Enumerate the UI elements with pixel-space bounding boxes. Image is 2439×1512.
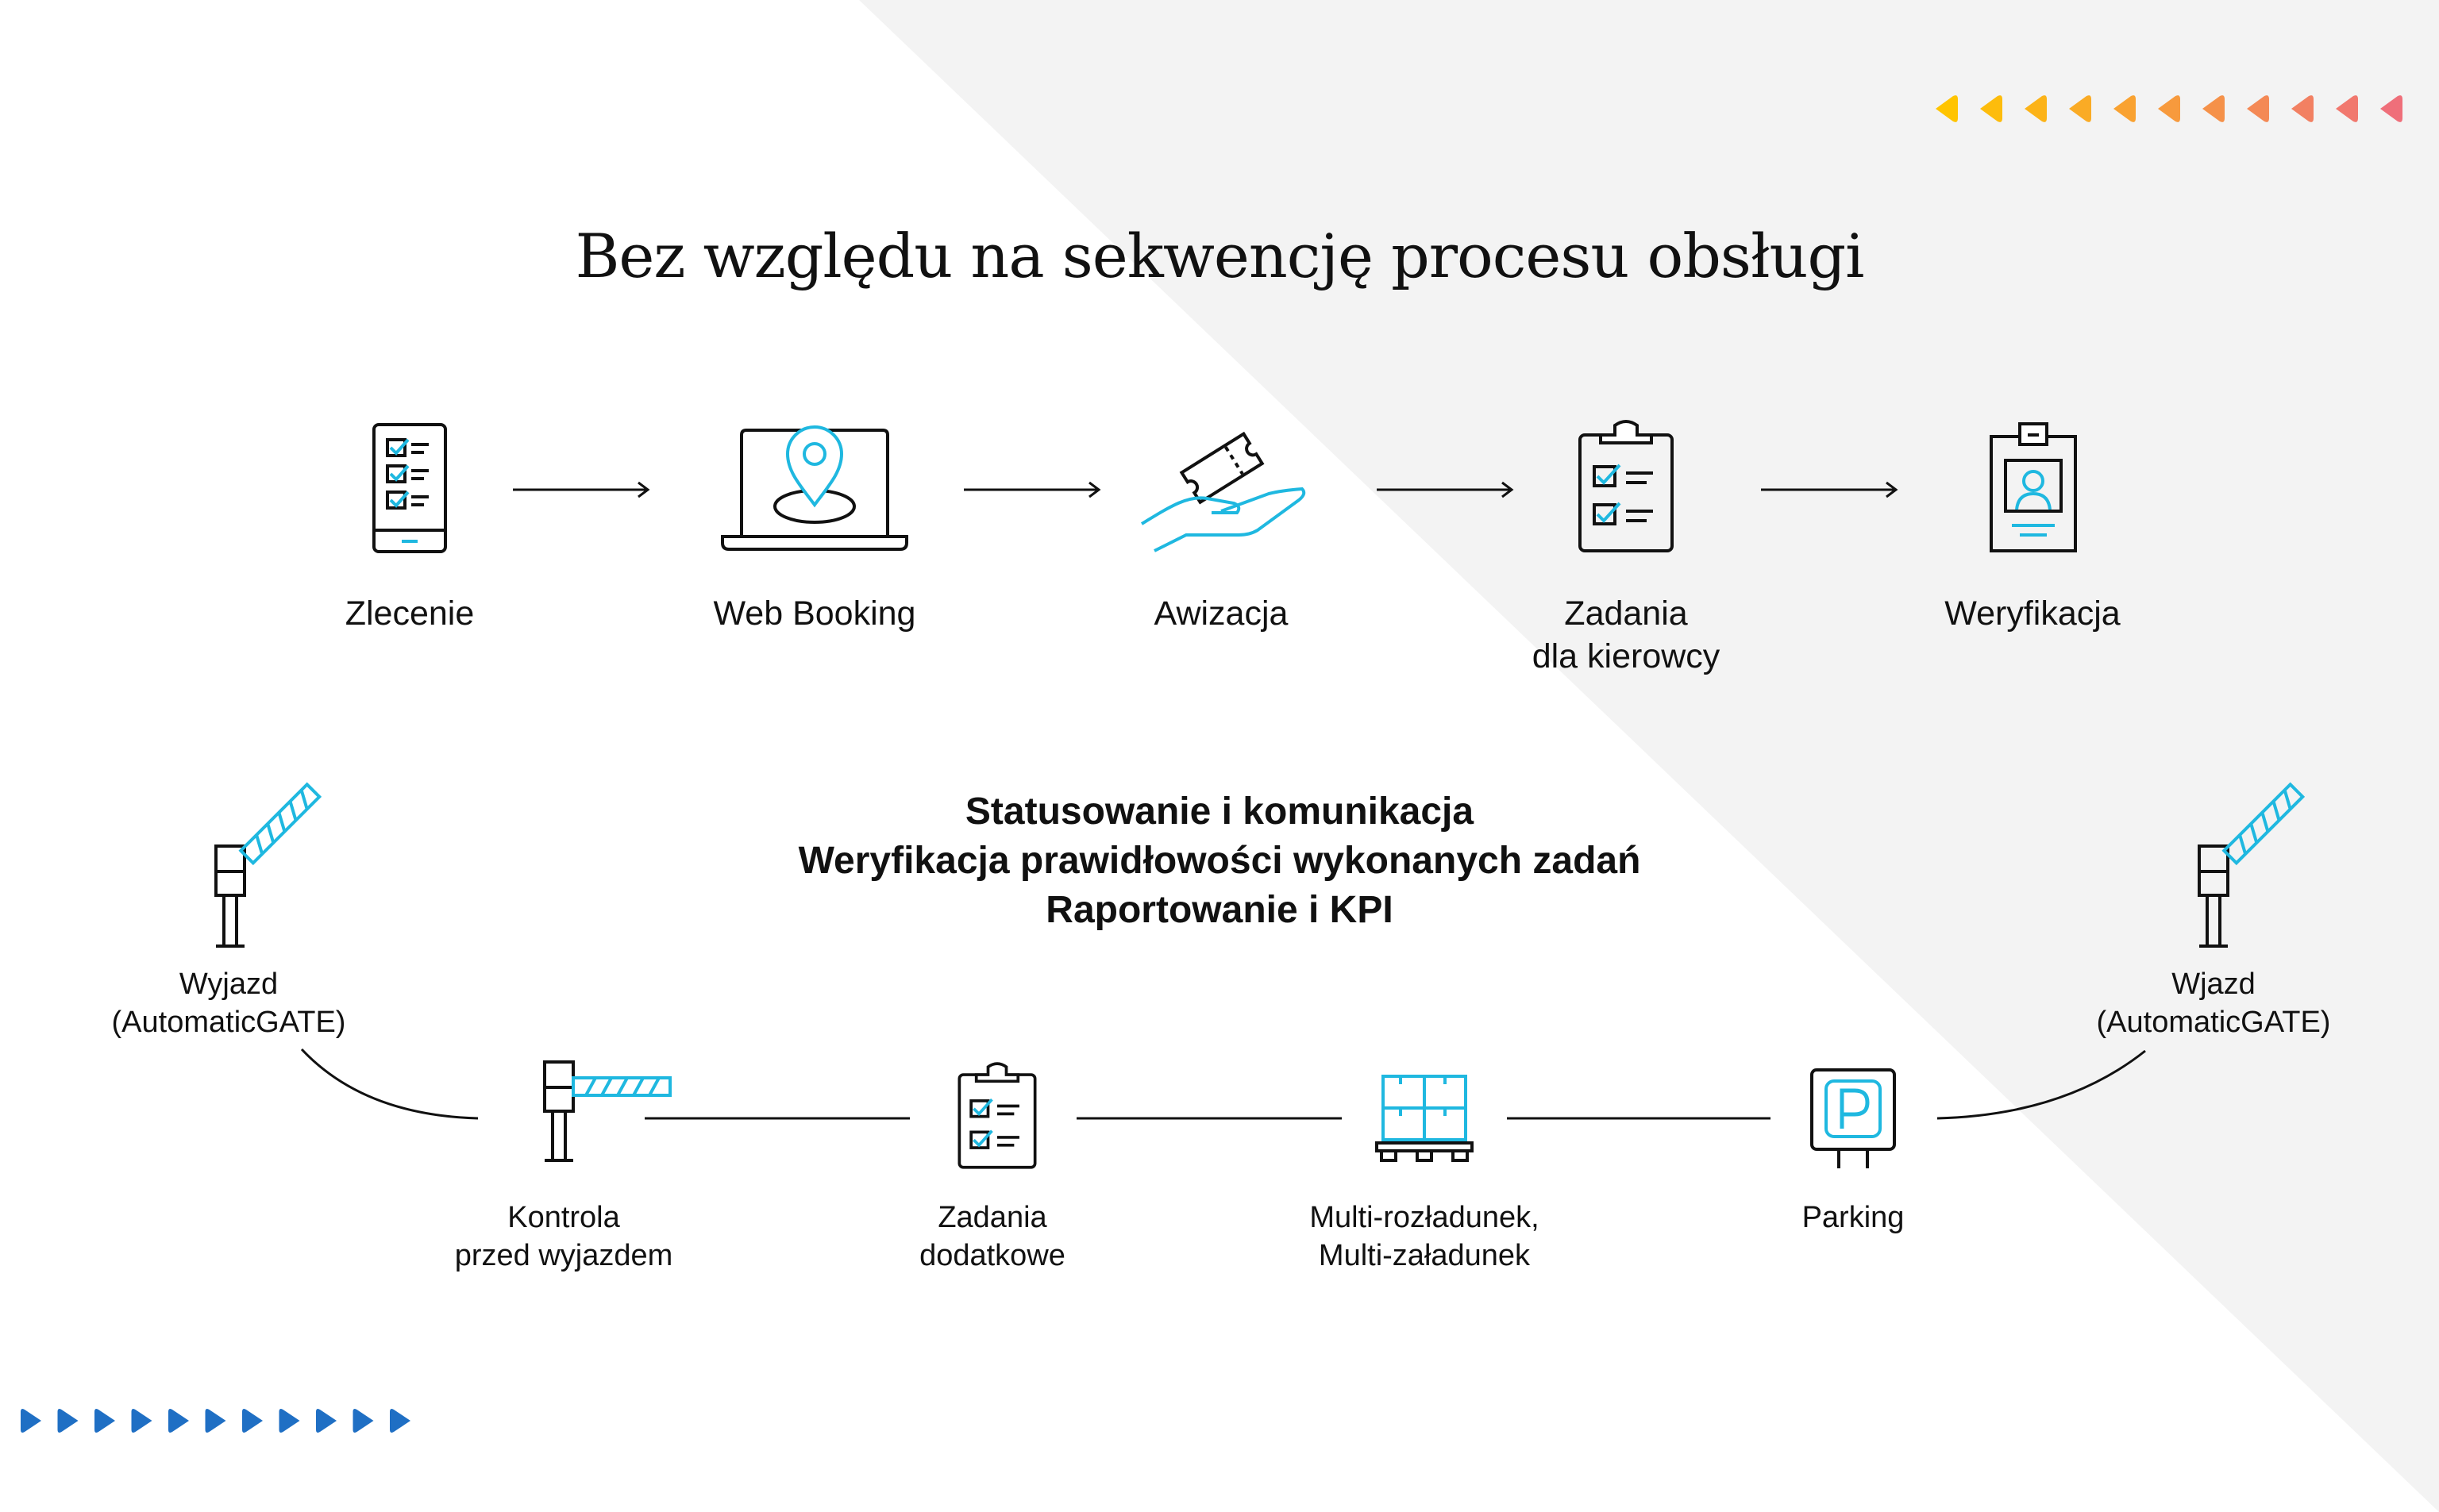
clipboard-checklist-icon (957, 1062, 1037, 1169)
decorative-arrows-right-icon (1936, 95, 2402, 122)
center-summary: Statusowanie i komunikacja Weryfikacja p… (798, 791, 1641, 931)
step-label-weryfikacja: Weryfikacja (1944, 594, 2121, 633)
clipboard-checklist-icon (1578, 420, 1674, 552)
parking-sign-icon (1810, 1068, 1896, 1168)
flow-arrow-4 (1761, 481, 1898, 498)
pallet-boxes-icon (1375, 1075, 1474, 1162)
flow-arrow-1 (513, 481, 650, 498)
decorative-arrow (94, 1409, 115, 1433)
phone-checklist-icon (372, 423, 447, 553)
decorative-arrow (2380, 95, 2402, 122)
flow-arrow-3 (1377, 481, 1514, 498)
decorative-arrow (242, 1409, 263, 1433)
decorative-arrow (57, 1409, 79, 1433)
decorative-arrow (2069, 95, 2091, 122)
decorative-arrow (2158, 95, 2180, 122)
step-label-web-booking: Web Booking (713, 594, 916, 633)
decorative-arrow (2336, 95, 2358, 122)
decorative-arrow (2291, 95, 2314, 122)
hand-ticket-icon (1140, 431, 1306, 552)
decorative-arrow (1936, 95, 1958, 122)
entry-gate-label: Wjazd(AutomaticGATE) (2096, 968, 2331, 1039)
decorative-arrow (205, 1409, 226, 1433)
id-badge-icon (1990, 422, 2077, 552)
decorative-arrow (2202, 95, 2225, 122)
decorative-arrow (390, 1409, 410, 1433)
decorative-arrow (168, 1409, 189, 1433)
page-title: Bez względu na sekwencję procesu obsługi (575, 221, 1865, 291)
decorative-arrow (1980, 95, 2002, 122)
decorative-arrow (21, 1409, 41, 1433)
laptop-location-pin-icon (721, 425, 908, 551)
decorative-arrow (316, 1409, 337, 1433)
barrier-gate-closed-icon (543, 1060, 672, 1162)
decorative-arrow (279, 1409, 300, 1433)
decorative-arrow (2247, 95, 2269, 122)
decorative-arrow (2113, 95, 2136, 122)
decorative-arrow (353, 1409, 374, 1433)
decorative-arrows-left-icon (21, 1409, 410, 1433)
barrier-gate-open-icon (214, 782, 322, 948)
step-label-awizacja: Awizacja (1154, 594, 1289, 633)
exit-gate-label: Wyjazd(AutomaticGATE) (111, 968, 346, 1039)
barrier-gate-open-icon (2198, 782, 2306, 948)
decorative-arrow (131, 1409, 152, 1433)
decorative-arrow (2025, 95, 2047, 122)
step-label-parking: Parking (1801, 1201, 1905, 1234)
step-label-multi: Multi-rozładunek,Multi-załadunek (1309, 1201, 1539, 1272)
flow-arrow-2 (964, 481, 1101, 498)
step-label-zlecenie: Zlecenie (345, 594, 475, 633)
